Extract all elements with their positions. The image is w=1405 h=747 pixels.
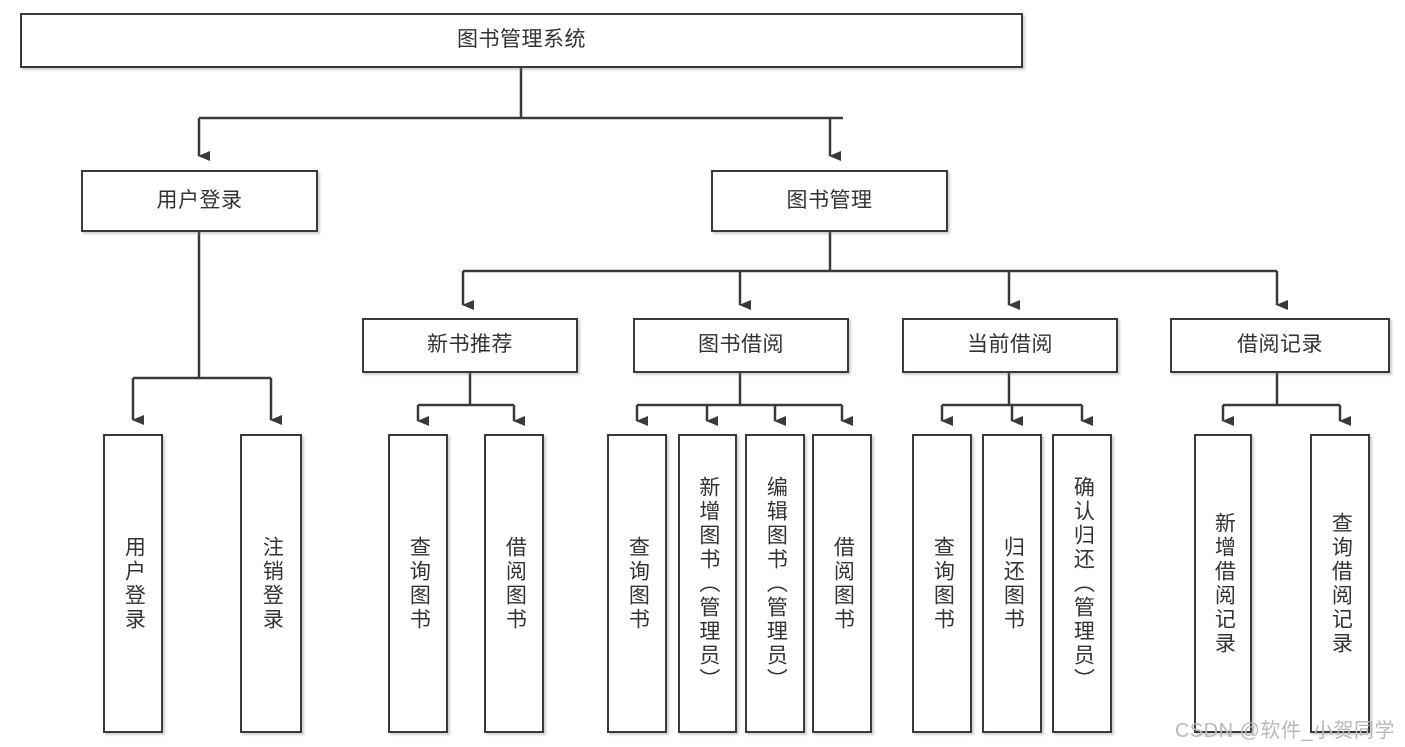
node-borrow-record-label: 借阅记录 [1237,333,1323,357]
node-leaf-borrow-book-rec-label: 借阅图书 [503,535,527,632]
node-leaf-add-record[interactable]: 新增借阅记录 [1194,434,1252,733]
node-leaf-return-book-label: 归还图书 [1001,535,1025,632]
node-leaf-user-logout[interactable]: 注销登录 [240,434,302,733]
node-leaf-query-book-rec-label: 查询图书 [407,535,431,632]
node-new-book-recommend-label: 新书推荐 [427,333,513,357]
node-leaf-edit-book-label: 编辑图书（管理员） [764,475,788,692]
node-book-borrow[interactable]: 图书借阅 [633,318,849,373]
node-leaf-borrow-book-rec[interactable]: 借阅图书 [484,434,544,733]
node-leaf-query-record[interactable]: 查询借阅记录 [1310,434,1370,733]
node-leaf-confirm-return[interactable]: 确认归还（管理员） [1052,434,1112,733]
node-book-borrow-label: 图书借阅 [698,333,784,357]
node-leaf-add-book-label: 新增图书（管理员） [696,475,720,692]
node-borrow-record[interactable]: 借阅记录 [1170,318,1390,373]
csdn-watermark: CSDN @软件_小贺同学 [1174,720,1395,742]
node-user-login-label: 用户登录 [156,188,243,212]
node-leaf-user-login-label: 用户登录 [122,535,146,632]
node-leaf-edit-book[interactable]: 编辑图书（管理员） [745,434,805,733]
node-root-label: 图书管理系统 [457,28,586,52]
node-leaf-add-book[interactable]: 新增图书（管理员） [678,434,737,733]
node-leaf-confirm-return-label: 确认归还（管理员） [1071,475,1095,692]
node-book-manage-label: 图书管理 [786,188,873,212]
node-leaf-borrow-book-label: 借阅图书 [831,535,855,632]
node-current-borrow[interactable]: 当前借阅 [902,318,1118,373]
node-leaf-user-logout-label: 注销登录 [260,535,284,632]
node-leaf-query-book-cur[interactable]: 查询图书 [912,434,972,733]
node-leaf-borrow-book[interactable]: 借阅图书 [812,434,872,733]
node-leaf-user-login[interactable]: 用户登录 [103,434,163,733]
node-user-login[interactable]: 用户登录 [81,170,318,232]
node-leaf-add-record-label: 新增借阅记录 [1212,511,1236,656]
node-leaf-query-book[interactable]: 查询图书 [607,434,667,733]
node-book-manage[interactable]: 图书管理 [711,170,948,232]
node-root[interactable]: 图书管理系统 [20,13,1023,68]
node-leaf-query-record-label: 查询借阅记录 [1329,511,1353,656]
node-current-borrow-label: 当前借阅 [967,333,1053,357]
node-new-book-recommend[interactable]: 新书推荐 [362,318,578,373]
node-leaf-query-book-cur-label: 查询图书 [931,535,955,632]
node-leaf-return-book[interactable]: 归还图书 [982,434,1042,733]
node-leaf-query-book-label: 查询图书 [626,535,650,632]
node-leaf-query-book-rec[interactable]: 查询图书 [388,434,448,733]
